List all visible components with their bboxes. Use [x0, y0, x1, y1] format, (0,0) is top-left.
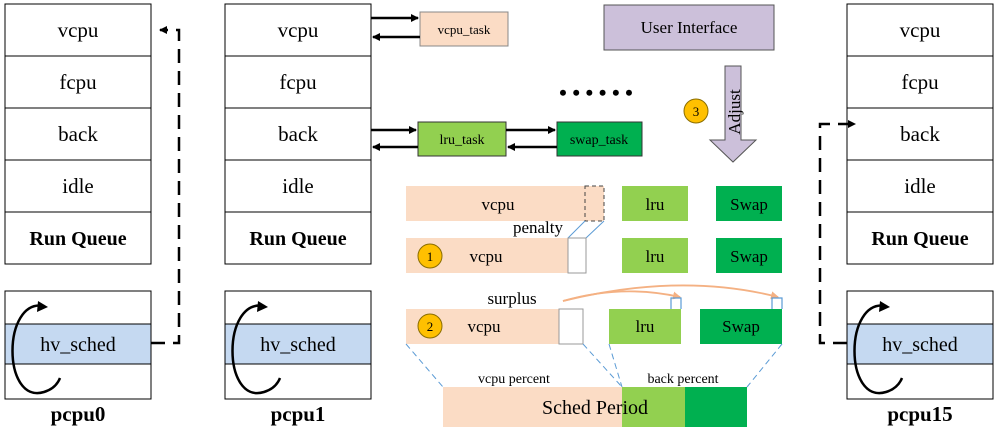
run-queue-label: Run Queue — [249, 228, 346, 250]
step-2-badge — [417, 313, 443, 339]
lru-label-c: lru — [636, 317, 655, 336]
vcpu-label-a: vcpu — [481, 195, 515, 214]
step-3-badge — [683, 98, 709, 124]
lru-box-c — [609, 309, 681, 344]
hv-sched-label: hv_sched — [882, 334, 958, 356]
loop-arrow-icon — [853, 304, 904, 395]
run-queue-label: Run Queue — [871, 228, 968, 250]
queue-row-fcpu: fcpu — [901, 70, 939, 94]
adjust-label: Adjust — [725, 89, 744, 135]
step-2-number: 2 — [427, 319, 434, 334]
swap-extend-bracket — [771, 297, 783, 309]
queue-row-vcpu: vcpu — [278, 18, 319, 42]
swap-label-a: Swap — [730, 195, 768, 214]
queue-row-fcpu: fcpu — [59, 70, 97, 94]
swap-box-a — [716, 186, 782, 221]
vcpu-label-b: vcpu — [469, 247, 503, 266]
projection-line — [405, 343, 444, 388]
loop-arrowhead-icon — [257, 301, 268, 312]
queue-row-fcpu: fcpu — [279, 70, 317, 94]
penalty-slice — [584, 185, 605, 222]
vcpu-task-label: vcpu_task — [438, 22, 491, 37]
hv-sched-label: hv_sched — [260, 334, 336, 356]
vcpu-bar-a — [406, 186, 604, 221]
lru-box-a — [622, 186, 688, 221]
pcpu-label: pcpu1 — [271, 402, 326, 426]
swap-task-label: swap_task — [570, 133, 628, 148]
pcpu0-dispatch-arrow — [151, 26, 181, 345]
run-queue-pcpu0: vcpu fcpu back idle Run Queue — [4, 3, 152, 265]
queue-row-vcpu: vcpu — [58, 18, 99, 42]
penalty-connector — [567, 220, 586, 239]
loop-arrow-icon — [11, 304, 62, 395]
loop-arrowhead-icon — [879, 301, 890, 312]
run-queue-label: Run Queue — [29, 228, 126, 250]
projection-line — [582, 343, 623, 388]
queue-row-vcpu: vcpu — [900, 18, 941, 42]
step-1-badge — [417, 243, 443, 269]
swap-box-b — [716, 238, 782, 273]
lru-extend-bracket — [670, 297, 682, 309]
sched-period-swap-part — [685, 387, 747, 427]
lru-task-box — [417, 121, 507, 157]
lru-label-b: lru — [646, 247, 665, 266]
penalty-gap-b — [567, 237, 587, 274]
pcpu0-block: hv_sched pcpu0 — [4, 290, 152, 426]
sched-period-vcpu-part — [443, 387, 622, 427]
penalty-label: penalty — [513, 218, 564, 237]
run-queue-pcpu1: vcpu fcpu back idle Run Queue — [224, 3, 372, 265]
user-interface-box — [603, 4, 775, 51]
loop-arrow-icon — [231, 304, 282, 395]
loop-arrowhead-icon — [37, 301, 48, 312]
projection-line — [746, 343, 783, 388]
swap-task-box — [556, 121, 643, 157]
swap-label-c: Swap — [722, 317, 760, 336]
step-3-number: 3 — [693, 104, 700, 119]
penalty-connector — [585, 220, 605, 239]
ellipsis: • • • • • • — [559, 80, 633, 105]
adjust-arrow-icon — [708, 65, 758, 163]
hv-sched-label: hv_sched — [40, 334, 116, 356]
queue-row-idle: idle — [62, 174, 94, 198]
surplus-gap-c — [558, 308, 584, 345]
swap-label-b: Swap — [730, 247, 768, 266]
swap-box-c — [700, 309, 782, 344]
sched-period-label: Sched Period — [542, 397, 648, 419]
lru-label-a: lru — [646, 195, 665, 214]
pcpu15-block: hv_sched pcpu15 — [846, 290, 994, 426]
surplus-arrow-swap — [562, 284, 779, 302]
pcpu-label: pcpu0 — [51, 402, 106, 426]
sched-period-lru-part — [622, 387, 685, 427]
surplus-label: surplus — [487, 289, 536, 308]
vcpu-percent-label: vcpu percent — [478, 372, 550, 387]
pcpu-label: pcpu15 — [887, 402, 952, 426]
queue-row-idle: idle — [904, 174, 936, 198]
vcpu-task-box — [419, 11, 509, 47]
queue-row-back: back — [900, 122, 940, 146]
back-percent-label: back percent — [647, 372, 718, 387]
lru-task-label: lru_task — [439, 133, 484, 148]
projection-line — [608, 343, 623, 388]
user-interface-label: User Interface — [641, 18, 738, 37]
vcpu-label-c: vcpu — [467, 317, 501, 336]
queue-row-back: back — [278, 122, 318, 146]
pcpu1-block: hv_sched pcpu1 — [224, 290, 372, 426]
queue-row-idle: idle — [282, 174, 314, 198]
step-1-number: 1 — [427, 249, 434, 264]
lru-box-b — [622, 238, 688, 273]
pcpu15-dispatch-arrow — [818, 120, 856, 345]
queue-row-back: back — [58, 122, 98, 146]
run-queue-pcpu15: vcpu fcpu back idle Run Queue — [846, 3, 994, 265]
